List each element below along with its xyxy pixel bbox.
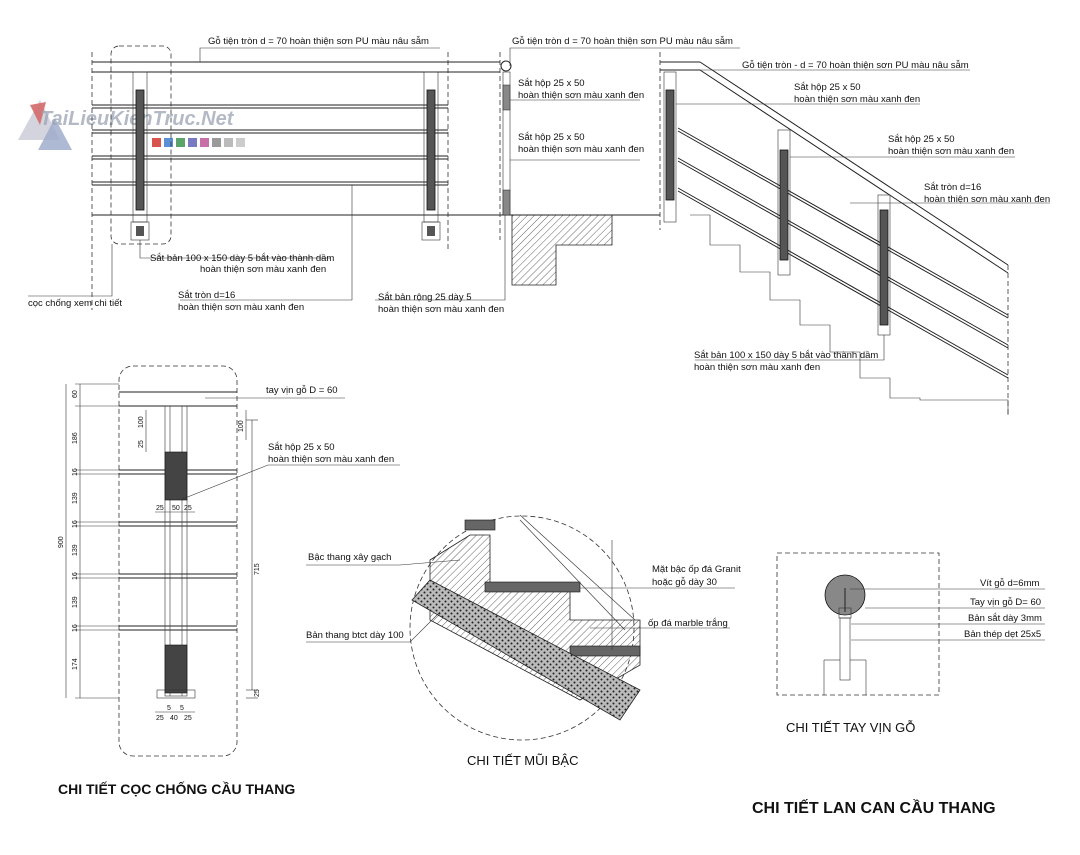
handrail-section-circle — [500, 60, 512, 72]
label-box-mid-b-2: hoàn thiện sơn màu xanh đen — [518, 144, 644, 155]
post-right-2 — [777, 129, 791, 276]
dim-left-8: 16 — [72, 624, 79, 632]
post-right-1 — [663, 71, 677, 223]
dim-top-a: 100 — [138, 416, 145, 428]
dim-left-6: 16 — [72, 572, 79, 580]
dim-base-top-1: 5 — [180, 705, 184, 712]
label-plate-left-1: Sắt bản 100 x 150 dày 5 bắt vào thành dầ… — [150, 253, 334, 264]
dim-left-1: 186 — [72, 432, 79, 444]
label-rod-right-1: Sắt tròn d=16 — [924, 182, 981, 193]
label-rod-right-2: hoàn thiện sơn màu xanh đen — [924, 194, 1050, 205]
stair-steps-outline — [690, 214, 1009, 415]
dim-left-7: 139 — [72, 596, 79, 608]
label-box-mid-b-1: Sắt hộp 25 x 50 — [518, 132, 585, 143]
post-detail: 60 186 16 139 16 139 16 139 16 174 900 7… — [58, 365, 400, 797]
label-wood: Tay vịn gỗ D= 60 — [970, 597, 1041, 608]
label-brick: Bậc thang xây gạch — [308, 552, 391, 563]
title-handrail-detail: CHI TIẾT TAY VỊN GỖ — [786, 720, 915, 735]
label-marble: ốp đá marble trắng — [648, 618, 728, 629]
label-tread-1: Mặt bậc ốp đá Granit — [652, 564, 741, 575]
dim-base-top-0: 5 — [167, 705, 171, 712]
handrail-sloped-top — [699, 61, 1009, 266]
dim-total: 900 — [58, 536, 65, 548]
stair-section-hatch — [511, 214, 613, 286]
label-box-mid-2: hoàn thiện sơn màu xanh đen — [518, 90, 644, 101]
dim-mid-0: 25 — [156, 505, 164, 512]
label-box-right-1: Sắt hộp 25 x 50 — [794, 82, 861, 93]
dim-right: 715 — [254, 563, 261, 575]
label-handrail-left: Gỗ tiện tròn d = 70 hoàn thiện sơn PU mà… — [208, 36, 429, 47]
label-slab: Bản thang btct dày 100 — [306, 630, 404, 641]
label-plate-left-2: hoàn thiện sơn màu xanh đen — [200, 264, 326, 275]
label-box-right-2: hoàn thiện sơn màu xanh đen — [794, 94, 920, 105]
dim-bottom: 25 — [254, 689, 261, 697]
label-tread-2: hoặc gỗ dày 30 — [652, 577, 717, 588]
label-handrail-d60: tay vịn gỗ D = 60 — [266, 385, 338, 396]
label-rod-left-2: hoàn thiện sơn màu xanh đen — [178, 302, 304, 313]
elevation-right: Gỗ tiện tròn - d = 70 hoàn thiện sơn PU … — [659, 52, 1050, 415]
post-body — [164, 405, 188, 697]
elevation-left: Gỗ tiện tròn d = 70 hoàn thiện sơn PU mà… — [28, 36, 660, 315]
label-box-right-b-2: hoàn thiện sơn màu xanh đen — [888, 146, 1014, 157]
label-handrail-right: Gỗ tiện tròn - d = 70 hoàn thiện sơn PU … — [742, 60, 969, 71]
dim-top-b: 25 — [138, 440, 145, 448]
label-box-right-b-1: Sắt hộp 25 x 50 — [888, 134, 955, 145]
label-box-mid-1: Sắt hộp 25 x 50 — [518, 78, 585, 89]
label-post-ref: cọc chống xem chi tiết — [28, 298, 122, 309]
label-flat-1: Sắt bản rộng 25 dày 5 — [378, 292, 472, 303]
dim-base-2: 25 — [184, 715, 192, 722]
concrete-slab — [411, 579, 641, 721]
label-screw: Vít gỗ d=6mm — [980, 578, 1039, 589]
title-post-detail: CHI TIẾT CỌC CHỐNG CẦU THANG — [58, 780, 295, 797]
post-callout-box — [110, 45, 172, 245]
dim-mid-1: 50 — [172, 505, 180, 512]
label-rod-left-1: Sắt tròn d=16 — [178, 290, 235, 301]
dim-base-1: 40 — [170, 715, 178, 722]
label-plate-right-1: Sắt bản 100 x 150 dày 5 bắt vào thành dầ… — [694, 350, 878, 361]
label-plate-right-2: hoàn thiện sơn màu xanh đen — [694, 362, 820, 373]
dim-left-3: 139 — [72, 492, 79, 504]
dim-left-0: 60 — [72, 390, 79, 398]
post-detail-frame — [118, 365, 238, 757]
main-title: CHI TIẾT LAN CAN CẦU THANG — [752, 798, 996, 817]
dim-left-2: 16 — [72, 468, 79, 476]
label-box-detail-1: Sắt hộp 25 x 50 — [268, 442, 335, 453]
dim-mid-2: 25 — [184, 505, 192, 512]
dim-base-0: 25 — [156, 715, 164, 722]
elevation-mid: Gỗ tiện tròn d = 70 hoàn thiện sơn PU mà… — [499, 36, 740, 286]
title-nosing-detail: CHI TIẾT MŨI BẬC — [467, 753, 578, 768]
label-box-detail-2: hoàn thiện sơn màu xanh đen — [268, 454, 394, 465]
label-flat: Bản thép dẹt 25x5 — [964, 629, 1041, 640]
label-plate: Bản sắt dày 3mm — [968, 613, 1042, 624]
brick-step-hatch — [429, 534, 641, 701]
dim-left-4: 16 — [72, 520, 79, 528]
dim-left-9: 174 — [72, 658, 79, 670]
handrail-detail: Vít gỗ d=6mm Tay vịn gỗ D= 60 Bản sắt dà… — [776, 552, 1045, 735]
label-flat-2: hoàn thiện sơn màu xanh đen — [378, 304, 504, 315]
dim-left-5: 139 — [72, 544, 79, 556]
nosing-detail: Bậc thang xây gạch Bản thang btct dày 10… — [306, 514, 741, 768]
dim-top-c: 100 — [238, 420, 245, 432]
label-handrail-mid: Gỗ tiện tròn d = 70 hoàn thiện sơn PU mà… — [512, 36, 733, 47]
watermark-swatches — [152, 138, 245, 147]
